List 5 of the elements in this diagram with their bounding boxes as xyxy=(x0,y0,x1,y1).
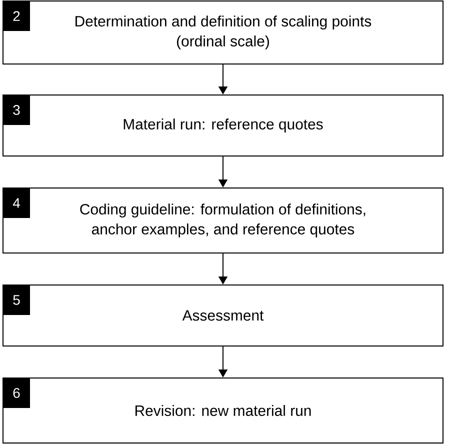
step-number: 6 xyxy=(3,378,30,408)
step-number: 3 xyxy=(3,95,30,125)
step-number: 5 xyxy=(3,285,30,315)
step-number: 2 xyxy=(3,1,30,31)
step-number: 4 xyxy=(3,188,30,218)
